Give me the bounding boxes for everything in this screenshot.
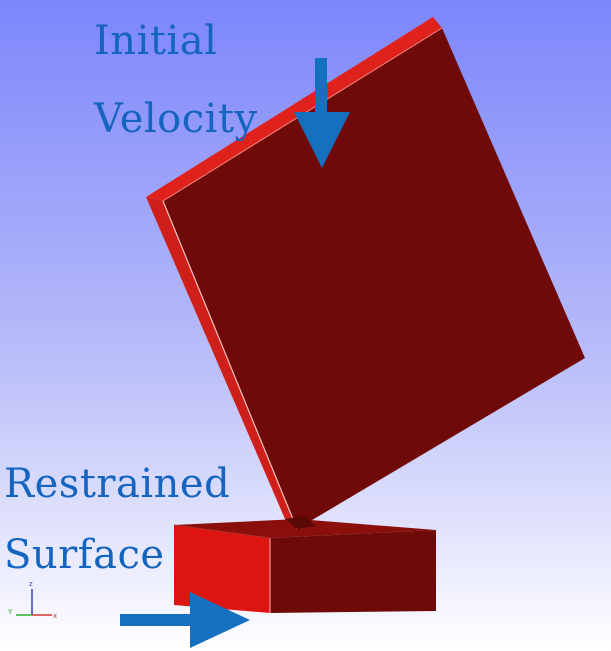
velocity-arrow-shaft bbox=[315, 58, 327, 122]
plate-contact-corner bbox=[285, 516, 316, 529]
restrained-block bbox=[173, 519, 436, 613]
block-side-face bbox=[270, 530, 436, 613]
block-front-face bbox=[174, 525, 270, 613]
block-top-face bbox=[174, 519, 436, 538]
restrained-surface-label-line2: Surface bbox=[4, 532, 165, 578]
plate-top-edge bbox=[146, 17, 442, 201]
plate-edge-highlight bbox=[162, 200, 298, 530]
restraint-arrow-head bbox=[190, 592, 250, 648]
x-axis-label: x bbox=[53, 612, 57, 620]
block-edge bbox=[173, 524, 271, 539]
tilted-plate bbox=[146, 17, 585, 530]
z-axis-label: z bbox=[29, 580, 33, 588]
velocity-arrow bbox=[294, 58, 350, 168]
plate-front-face bbox=[163, 28, 585, 529]
restrained-surface-label-line1: Restrained bbox=[4, 461, 231, 507]
initial-velocity-label-line2: Velocity bbox=[94, 96, 258, 142]
axis-triad: z Y x bbox=[7, 580, 57, 620]
restraint-arrow bbox=[120, 592, 250, 648]
initial-velocity-label-line1: Initial bbox=[94, 18, 218, 64]
y-axis-label: Y bbox=[7, 608, 13, 616]
velocity-arrow-head bbox=[294, 112, 350, 168]
plate-side-edge bbox=[146, 197, 297, 529]
restraint-arrow-shaft bbox=[120, 614, 200, 626]
